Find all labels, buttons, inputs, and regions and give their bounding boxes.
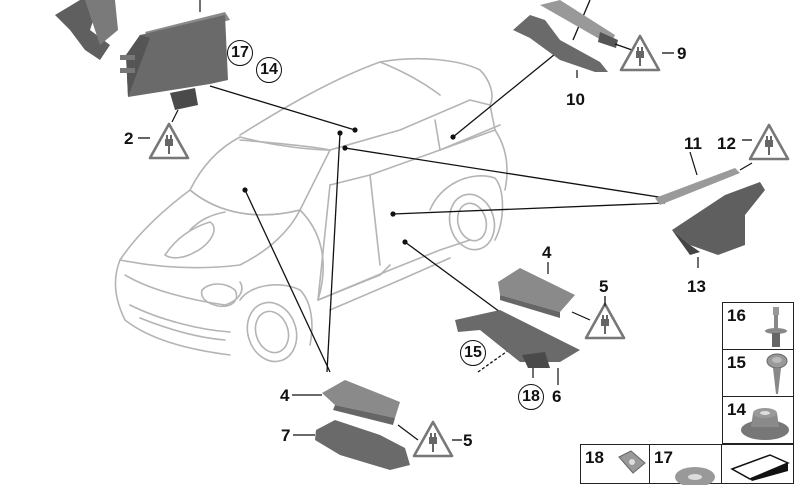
connector-warning-icon-2 — [148, 122, 190, 160]
antenna-bracket-right — [672, 182, 765, 268]
connector-warning-icon-12 — [748, 123, 790, 161]
fastener-cell-16: 16 — [722, 302, 794, 350]
antenna-bracket-top — [513, 15, 608, 78]
callout-circled-15: 15 — [460, 340, 486, 366]
callout-circled-14: 14 — [256, 57, 282, 83]
fastener-cell-18: 18 — [580, 444, 650, 484]
callout-circled-17: 17 — [227, 40, 253, 66]
callout-13: 13 — [687, 277, 706, 296]
toothed-washer-icon — [675, 467, 715, 485]
connector-warning-icon-5a — [584, 302, 626, 340]
callout-circled-18: 18 — [518, 384, 544, 410]
callout-2: 2 — [124, 129, 134, 148]
callout-10: 10 — [566, 90, 585, 109]
vehicle-outline-drawing — [114, 0, 666, 373]
screw-with-washer-icon — [765, 307, 787, 347]
callout-5-right: 5 — [599, 277, 609, 296]
clip-nut-icon — [618, 450, 646, 474]
self-tapping-screw-icon — [766, 353, 788, 394]
callout-6: 6 — [552, 387, 562, 406]
antenna-bracket-7 — [293, 420, 410, 470]
control-unit-module — [120, 0, 230, 123]
callout-5-bottom: 5 — [463, 431, 473, 450]
callout-4-right: 4 — [542, 243, 552, 262]
flange-nut-icon — [741, 408, 789, 440]
fastener-cell-14: 14 — [722, 396, 794, 444]
fastener-cell-17: 17 — [649, 444, 722, 485]
callout-12: 12 — [717, 134, 736, 153]
callout-4-bottom: 4 — [280, 386, 290, 405]
callout-7: 7 — [281, 426, 291, 445]
antenna-module-bottom — [292, 380, 419, 441]
callout-9: 9 — [677, 44, 687, 63]
parts-artwork — [55, 0, 790, 470]
fastener-cell-spacer — [721, 444, 794, 484]
connector-warning-icon-5b — [412, 420, 454, 458]
callout-11: 11 — [684, 134, 702, 153]
antenna-rod-right — [655, 151, 753, 205]
fastener-cell-15: 15 — [722, 349, 794, 397]
antenna-module-right — [498, 262, 591, 321]
spacer-pad-icon — [730, 454, 790, 481]
mounting-bracket-top-left — [55, 0, 118, 60]
antenna-bracket-6 — [455, 310, 580, 385]
connector-warning-icon-9 — [619, 34, 661, 72]
antenna-rod-top — [540, 0, 633, 51]
